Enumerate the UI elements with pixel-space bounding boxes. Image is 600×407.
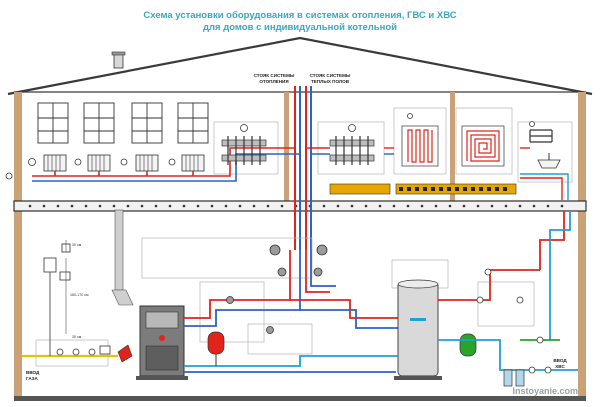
basement-frames: [35, 237, 535, 367]
title-line-2: для домов с индивидуальной котельной: [203, 22, 397, 33]
label-gas-input-1: ВВОД: [26, 370, 40, 375]
valve-icon: [56, 348, 64, 356]
dimension-low: 30 см: [72, 335, 82, 339]
heated-panel-2: [461, 125, 505, 167]
gas-burner-icon: [117, 344, 133, 363]
central-risers: [294, 86, 312, 250]
valve-icon: [476, 296, 484, 304]
chimney-icon: [111, 51, 126, 69]
radiator-icon: [43, 154, 67, 172]
valve-icon: [5, 172, 13, 180]
riser-pumps: [226, 244, 328, 334]
valve-icon: [484, 268, 492, 276]
expansion-tank-icon: [207, 331, 225, 366]
heated-panel-1: [401, 125, 439, 167]
valve-icon: [544, 366, 552, 374]
water-heater-icon: [394, 279, 442, 380]
heated-floor-strip: [329, 183, 517, 195]
pump-icon: [266, 326, 274, 334]
valve-icon: [516, 296, 524, 304]
label-water-input-2: ХВС: [555, 364, 565, 369]
sink-icon: [537, 153, 561, 169]
filter-icon: [503, 369, 525, 387]
roof: [7, 36, 593, 96]
manifold-icon: [329, 136, 375, 165]
valve-icon: [407, 113, 413, 119]
window-icon: [37, 102, 69, 144]
interior-wall-2: [450, 92, 455, 202]
towel-rail-icon: [529, 129, 553, 143]
label-water-input-1: ВВОД: [553, 358, 567, 363]
valve-icon: [348, 124, 356, 132]
valve-icon: [28, 158, 36, 166]
valve-icon: [88, 348, 96, 356]
windows: [37, 102, 209, 144]
window-icon: [83, 102, 115, 144]
valve-icon: [168, 158, 176, 166]
pump-icon: [316, 244, 328, 256]
pump-icon: [269, 244, 281, 256]
valve-icon: [120, 158, 128, 166]
label-riser-floor-2: ТЕПЛЫХ ПОЛОВ: [311, 79, 350, 84]
valve-icon: [72, 348, 80, 356]
label-riser-heating-2: ОТОПЛЕНИЯ: [259, 79, 288, 84]
ground-line: [14, 396, 586, 401]
boiler-icon: [136, 305, 188, 380]
window-icon: [131, 102, 163, 144]
valve-icon: [240, 124, 248, 132]
upstairs-frames: [213, 107, 573, 183]
valve-icon: [528, 366, 536, 374]
pump-icon: [226, 296, 234, 304]
upstairs-heating-pipes: [32, 147, 330, 182]
basement-heating-pipes: [184, 250, 400, 373]
dimension-top: 30 см: [72, 243, 82, 247]
watermark: Instoyanie.com: [512, 386, 578, 396]
expansion-tank-icon: [459, 333, 477, 357]
bathroom-pipes: [384, 147, 569, 200]
label-riser-floor-1: СТОЯК СИСТЕМЫ: [310, 73, 351, 78]
radiator-icon: [135, 154, 159, 172]
label-riser-heating-1: СТОЯК СИСТЕМЫ: [254, 73, 295, 78]
flue-pipe: [111, 209, 134, 306]
gas-equipment: [43, 243, 111, 356]
floor-slab-pattern: [28, 204, 564, 208]
label-gas-input-2: ГАЗА: [26, 376, 39, 381]
pump-icon: [313, 267, 323, 277]
dimension-mid: 160-170 см: [70, 293, 89, 297]
left-wall: [14, 92, 22, 400]
pump-icon: [277, 267, 287, 277]
radiator-icon: [87, 154, 111, 172]
right-wall: [578, 92, 586, 400]
radiator-icon: [181, 154, 205, 172]
valve-icon: [536, 336, 544, 344]
title-line-1: Схема установки оборудования в системах …: [143, 10, 456, 21]
upstairs-radiators: [43, 154, 205, 172]
upstairs-gauges: [5, 113, 535, 180]
window-icon: [177, 102, 209, 144]
valve-icon: [74, 158, 82, 166]
right-valves: [476, 268, 552, 374]
interior-wall-1: [284, 92, 289, 202]
manifold-icon: [221, 136, 267, 165]
valve-icon: [529, 121, 535, 127]
